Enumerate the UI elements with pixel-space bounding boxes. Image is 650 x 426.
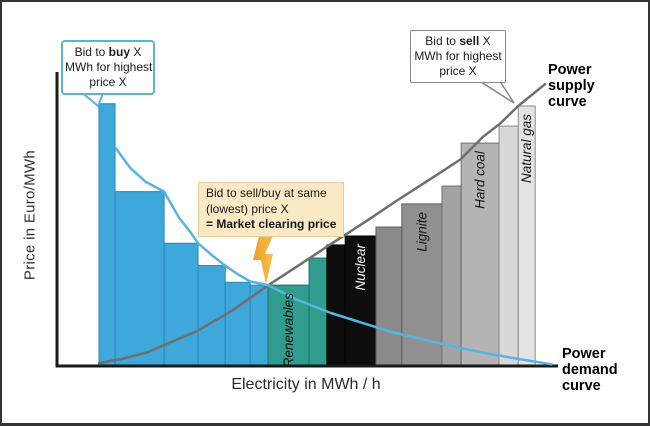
demand-bid-bar: [163, 242, 199, 367]
demand-bid-bar: [98, 103, 116, 367]
text-line: curve: [548, 94, 587, 111]
demand-bid-bar: [114, 191, 165, 367]
supply-bid-bar-natural-gas: [498, 125, 519, 367]
fuel-label-hard-coal: Hard coal: [473, 150, 488, 209]
lightning-bolt-icon: [253, 236, 273, 284]
text-line: supply: [548, 78, 595, 95]
supply-bid-bar-renewables: [267, 284, 310, 367]
text-line: Bid to sell/buy at same: [206, 186, 327, 200]
supply-bid-bar-nuclear: [326, 244, 346, 367]
supply-bid-bar-hard-coal: [460, 142, 500, 367]
text-line: Bid to buy X: [74, 45, 142, 59]
fuel-label-lignite: Lignite: [414, 212, 429, 252]
text-line: Bid to sell X: [425, 34, 491, 48]
text-line: MWh for highest: [65, 60, 153, 75]
text-line: (lowest) price X: [206, 201, 289, 216]
supply-bid-bar-lignite: [375, 226, 403, 367]
curves: [97, 82, 553, 366]
market-clearing-price-callout: Bid to sell/buy at same(lowest) price X=…: [198, 182, 345, 237]
text-line: Power: [562, 346, 606, 362]
fuel-label-natural-gas: Natural gas: [519, 114, 534, 183]
text-line: demand: [562, 362, 618, 379]
supply-bid-bar-renewables: [308, 257, 328, 367]
power-demand-curve: [114, 147, 553, 366]
text-line: price X: [89, 75, 127, 90]
fuel-label-nuclear: Nuclear: [353, 243, 368, 290]
text-line: curve: [562, 378, 601, 395]
supply-bid-bar-hard-coal: [441, 185, 462, 367]
text-line: Power: [548, 62, 592, 78]
demand-bid-bar: [197, 265, 226, 367]
text-line: = Market clearing price: [206, 217, 337, 232]
x-axis-label: Electricity in MWh / h: [231, 376, 381, 393]
power-supply-curve: [97, 82, 547, 365]
text-line: MWh for highest: [414, 49, 502, 64]
fuel-labels: Renewables Nuclear Lignite Hard coal Natural…: [281, 114, 534, 368]
demand-bid-bars: [98, 103, 269, 367]
text-line: price X: [439, 64, 477, 79]
demand-bid-bar: [224, 281, 251, 367]
fuel-label-renewables: Renewables: [281, 293, 296, 368]
supply-bid-bars: [267, 105, 536, 367]
y-axis-label: Price in Euro/MWh: [21, 149, 39, 281]
